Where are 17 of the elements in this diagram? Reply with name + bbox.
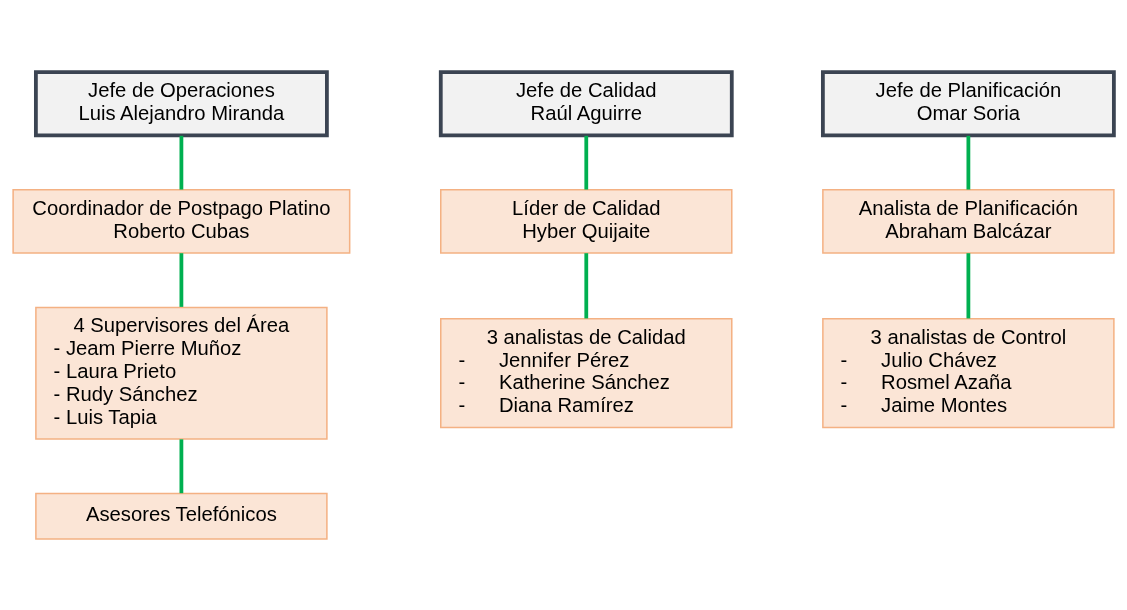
node-box: Analista de Planificación Abraham Balcázar xyxy=(822,188,1115,254)
node-box: 4 Supervisores del Área - Jeam Pierre Muñoz - Laura Prieto - Rudy Sánchez - Luis Tapia xyxy=(35,306,328,440)
node-box: Asesores Telefónicos xyxy=(35,492,328,540)
connector xyxy=(584,252,589,318)
node-box: Jefe de Planificación Omar Soria xyxy=(821,69,1116,137)
connector xyxy=(179,135,184,190)
connector xyxy=(179,252,184,307)
node-box: Coordinador de Postpago Platino Roberto Cubas xyxy=(12,188,351,254)
node-box: 3 analistas de Calidad - Jennifer Pérez - Katherine Sánchez - Diana Ramírez xyxy=(440,317,733,428)
node-box: Jefe de Operaciones Luis Alejandro Miranda xyxy=(34,69,329,137)
node-box: Líder de Calidad Hyber Quijaite xyxy=(440,188,733,254)
connector xyxy=(584,135,589,190)
node-box: 3 analistas de Control - Julio Chávez - Rosmel Azaña - Jaime Montes xyxy=(822,317,1115,428)
connector xyxy=(179,438,184,493)
node-box: Jefe de Calidad Raúl Aguirre xyxy=(438,69,734,137)
connector xyxy=(966,135,971,190)
connector xyxy=(966,252,971,318)
